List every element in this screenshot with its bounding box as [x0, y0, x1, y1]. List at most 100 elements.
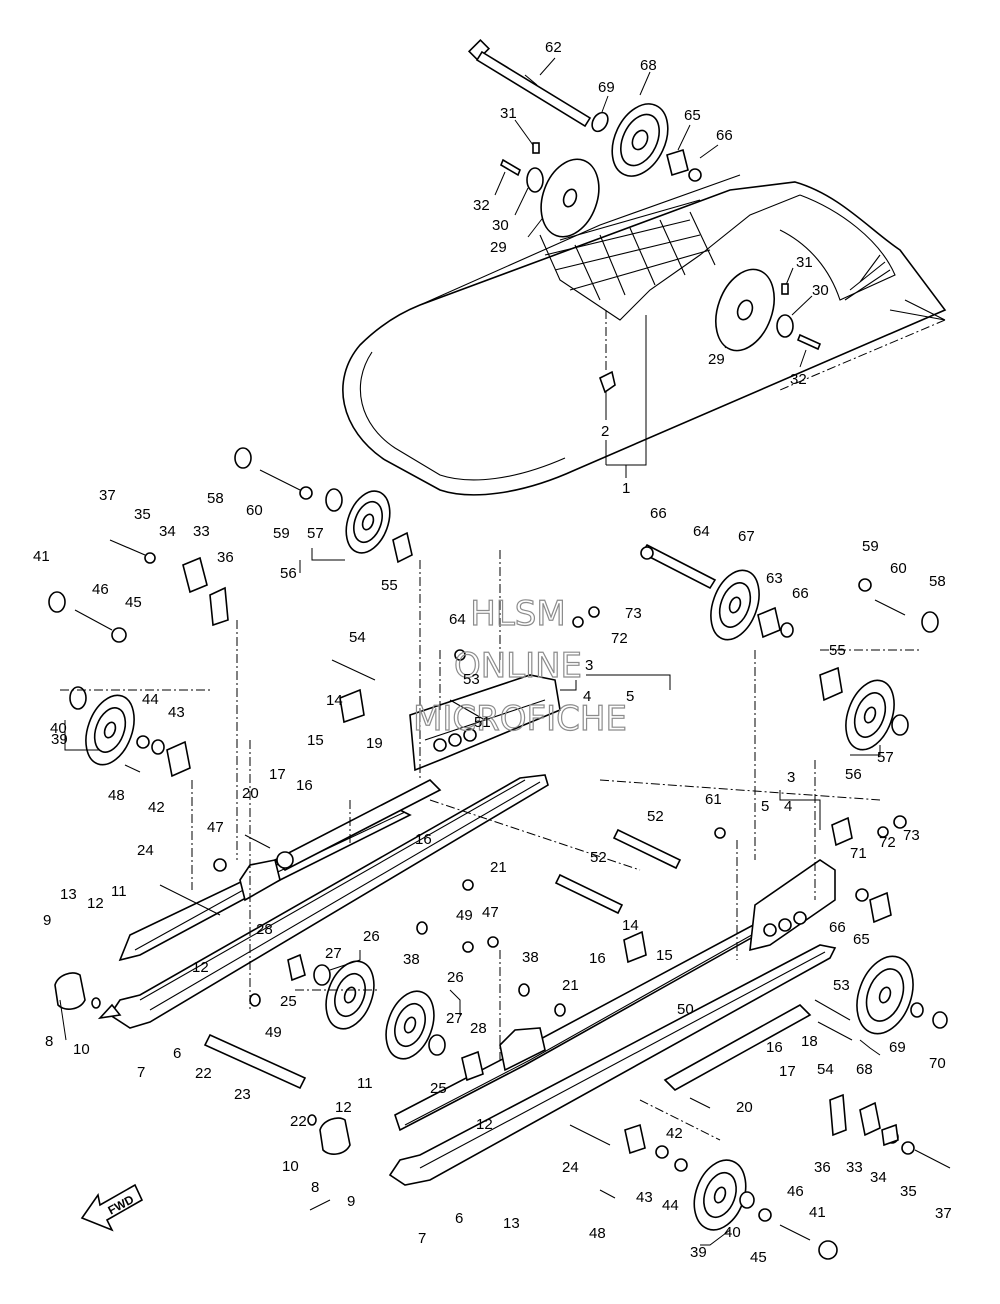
- callout-56b: 56: [845, 766, 862, 783]
- callout-73b: 73: [903, 827, 920, 844]
- callout-65: 65: [684, 107, 701, 124]
- callout-7b: 7: [418, 1230, 426, 1247]
- callout-60: 60: [246, 502, 263, 519]
- callout-4b: 4: [784, 798, 792, 815]
- callout-34b: 34: [870, 1169, 887, 1186]
- callout-64b: 64: [449, 611, 466, 628]
- callout-40b: 40: [724, 1224, 741, 1241]
- callout-66d: 66: [792, 585, 809, 602]
- callout-64: 64: [693, 523, 710, 540]
- callout-66: 66: [716, 127, 733, 144]
- callout-51: 51: [474, 714, 491, 731]
- callout-53b: 53: [833, 977, 850, 994]
- callout-33: 33: [193, 523, 210, 540]
- callout-70: 70: [929, 1055, 946, 1072]
- callout-36: 36: [217, 549, 234, 566]
- callout-43b: 43: [636, 1189, 653, 1206]
- callout-28: 28: [256, 921, 273, 938]
- callout-66c: 66: [650, 505, 667, 522]
- callout-60b: 60: [890, 560, 907, 577]
- callout-34: 34: [159, 523, 176, 540]
- callout-23: 23: [234, 1086, 251, 1103]
- left-rail: [97, 774, 549, 1029]
- watermark-line-1: HLSM: [470, 594, 565, 634]
- callout-20b: 20: [736, 1099, 753, 1116]
- track-belt: [342, 174, 947, 496]
- callout-46: 46: [92, 581, 109, 598]
- callout-36b: 36: [814, 1159, 831, 1176]
- callout-33b: 33: [846, 1159, 863, 1176]
- callout-37: 37: [99, 487, 116, 504]
- callout-41: 41: [33, 548, 50, 565]
- callout-45: 45: [125, 594, 142, 611]
- callout-21: 21: [490, 859, 507, 876]
- callout-45b: 45: [750, 1249, 767, 1266]
- callout-68b: 68: [856, 1061, 873, 1078]
- callout-40: 40: [50, 720, 67, 737]
- callout-8b: 8: [311, 1179, 319, 1196]
- callout-52b: 52: [590, 849, 607, 866]
- callout-6: 6: [173, 1045, 181, 1062]
- callout-7: 7: [137, 1064, 145, 1081]
- callout-56: 56: [280, 565, 297, 582]
- callout-9b: 9: [347, 1193, 355, 1210]
- callout-43: 43: [168, 704, 185, 721]
- callout-61: 61: [705, 791, 722, 808]
- callout-29b: 29: [708, 351, 725, 368]
- watermark-line-3: MICROFICHE: [413, 699, 627, 739]
- callout-59: 59: [273, 525, 290, 542]
- callout-3: 3: [585, 657, 593, 674]
- callout-73: 73: [625, 605, 642, 622]
- callout-16c: 16: [589, 950, 606, 967]
- callout-72: 72: [611, 630, 628, 647]
- callout-44: 44: [142, 691, 159, 708]
- callout-13b: 13: [503, 1215, 520, 1232]
- callout-63: 63: [766, 570, 783, 587]
- callout-19: 19: [366, 735, 383, 752]
- callout-14: 14: [326, 692, 343, 709]
- callout-1: 1: [622, 480, 630, 497]
- callout-14b: 14: [622, 917, 639, 934]
- callout-46b: 46: [787, 1183, 804, 1200]
- callout-16: 16: [296, 777, 313, 794]
- bolts: [74, 469, 951, 1241]
- callout-26b: 26: [447, 969, 464, 986]
- rear-axle-group: [467, 38, 822, 394]
- callout-12b: 12: [192, 959, 209, 976]
- callout-67: 67: [738, 528, 755, 545]
- callout-55: 55: [381, 577, 398, 594]
- callout-49b: 49: [456, 907, 473, 924]
- callout-69: 69: [598, 79, 615, 96]
- callout-12: 12: [87, 895, 104, 912]
- callout-29: 29: [490, 239, 507, 256]
- callout-31: 31: [500, 105, 517, 122]
- callout-69b: 69: [889, 1039, 906, 1056]
- callout-11: 11: [111, 883, 127, 900]
- callout-31b: 31: [796, 254, 813, 271]
- callout-24: 24: [137, 842, 154, 859]
- callout-12d: 12: [476, 1116, 493, 1133]
- callout-8: 8: [45, 1033, 53, 1050]
- callout-10: 10: [73, 1041, 90, 1058]
- callout-9: 9: [43, 912, 51, 929]
- callout-12c: 12: [335, 1099, 352, 1116]
- callout-66e: 66: [829, 919, 846, 936]
- callout-49: 49: [265, 1024, 282, 1041]
- callout-57b: 57: [877, 749, 894, 766]
- callout-42: 42: [148, 799, 165, 816]
- callout-41b: 41: [809, 1204, 826, 1221]
- idler-wheels: [85, 490, 914, 1231]
- callout-6b: 6: [455, 1210, 463, 1227]
- callout-35b: 35: [900, 1183, 917, 1200]
- callout-17: 17: [269, 766, 286, 783]
- front-arm-left: [273, 779, 442, 871]
- bracket-leaders: [59, 548, 881, 1246]
- callout-20: 20: [242, 785, 259, 802]
- callout-42b: 42: [666, 1125, 683, 1142]
- callout-59b: 59: [862, 538, 879, 555]
- callout-58b: 58: [929, 573, 946, 590]
- callout-15: 15: [307, 732, 324, 749]
- callout-47: 47: [207, 819, 224, 836]
- callout-72b: 72: [879, 834, 896, 851]
